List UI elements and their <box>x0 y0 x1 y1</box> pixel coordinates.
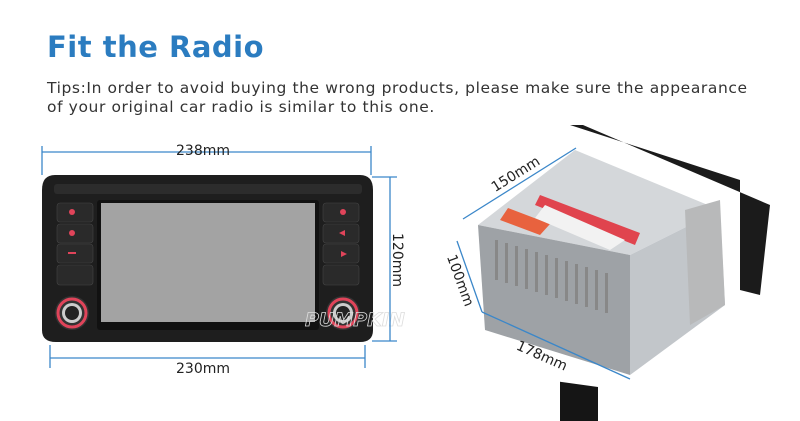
tips-text: Tips:In order to avoid buying the wrong … <box>47 79 748 116</box>
height-label: 120mm <box>389 233 405 287</box>
dimension-lines-front <box>41 146 397 368</box>
power-icon <box>69 209 75 215</box>
dimension-lines-side <box>456 147 631 380</box>
tune-knob <box>326 296 360 330</box>
front-radio-image: PUMPKIN <box>42 175 405 342</box>
next-icon <box>341 251 347 257</box>
navigation-icon <box>340 209 346 215</box>
width-bottom-label: 230mm <box>176 361 230 377</box>
radio-chassis-image <box>478 125 770 421</box>
back-icon <box>68 252 76 254</box>
screen <box>101 203 315 322</box>
previous-icon <box>339 230 345 236</box>
home-icon <box>69 230 75 236</box>
page-title: Fit the Radio <box>47 30 265 64</box>
width-top-label: 238mm <box>176 143 230 159</box>
volume-knob <box>55 296 89 330</box>
watermark-logo: PUMPKIN <box>305 309 405 331</box>
